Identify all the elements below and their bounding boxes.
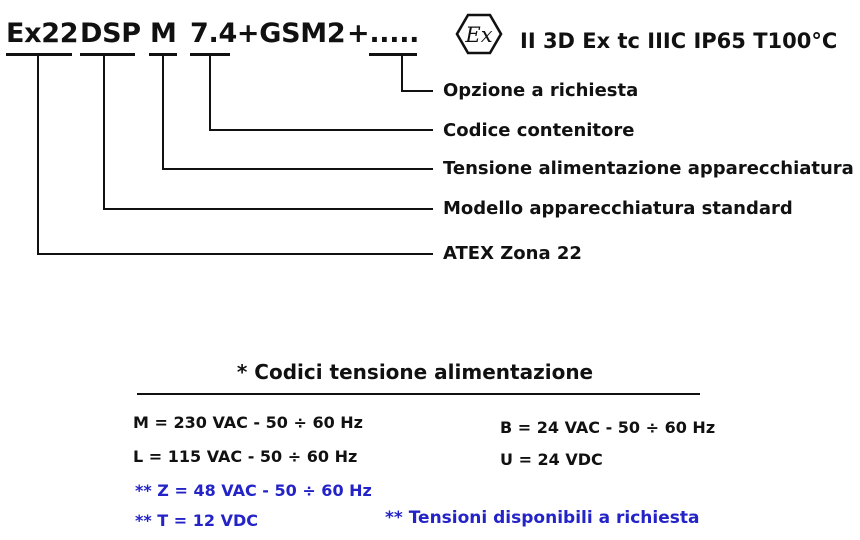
atex-marking: II 3D Ex tc IIIC IP65 T100°C xyxy=(520,29,838,53)
voltage-code-b: B = 24 VAC - 50 ÷ 60 Hz xyxy=(500,418,716,437)
connector-option-horizontal xyxy=(401,90,433,92)
connector-container-vertical xyxy=(209,55,211,130)
underline-voltage xyxy=(149,53,177,56)
code-part-voltage: M xyxy=(150,18,177,49)
voltage-code-z: ** Z = 48 VAC - 50 ÷ 60 Hz xyxy=(135,481,372,500)
connector-voltage-vertical xyxy=(162,55,164,169)
underline-option xyxy=(369,53,417,56)
legend-voltage: Tensione alimentazione apparecchiatura * xyxy=(443,158,860,179)
connector-model-vertical xyxy=(103,55,105,209)
legend-option: Opzione a richiesta xyxy=(443,80,639,101)
connector-atex-vertical xyxy=(37,55,39,254)
ex-symbol-letters: Ex xyxy=(464,23,492,47)
legend-container: Codice contenitore xyxy=(443,120,635,141)
connector-model-horizontal xyxy=(103,208,433,210)
voltage-code-u: U = 24 VDC xyxy=(500,450,603,469)
atex-ex-hexagon-icon: Ex xyxy=(455,13,503,55)
underline-ex22 xyxy=(6,53,72,56)
code-part-option: +..... xyxy=(347,18,420,49)
code-part-dsp: DSP xyxy=(80,18,141,49)
voltage-codes-rule xyxy=(137,393,700,395)
voltage-code-t: ** T = 12 VDC xyxy=(135,511,259,530)
on-request-note: ** Tensioni disponibili a richiesta xyxy=(385,508,700,528)
legend-atex: ATEX Zona 22 xyxy=(443,243,582,264)
voltage-codes-title: * Codici tensione alimentazione xyxy=(236,360,594,384)
connector-voltage-horizontal xyxy=(162,168,433,170)
underline-dsp xyxy=(80,53,135,56)
voltage-code-m: M = 230 VAC - 50 ÷ 60 Hz xyxy=(133,413,363,432)
legend-model: Modello apparecchiatura standard xyxy=(443,198,793,219)
connector-option-vertical xyxy=(401,55,403,91)
underline-container xyxy=(190,53,230,56)
connector-atex-horizontal xyxy=(37,253,433,255)
voltage-code-l: L = 115 VAC - 50 ÷ 60 Hz xyxy=(133,447,358,466)
connector-container-horizontal xyxy=(209,129,433,131)
code-part-ex22: Ex22 xyxy=(6,18,79,49)
code-part-container: 7.4+GSM2 xyxy=(190,18,346,49)
